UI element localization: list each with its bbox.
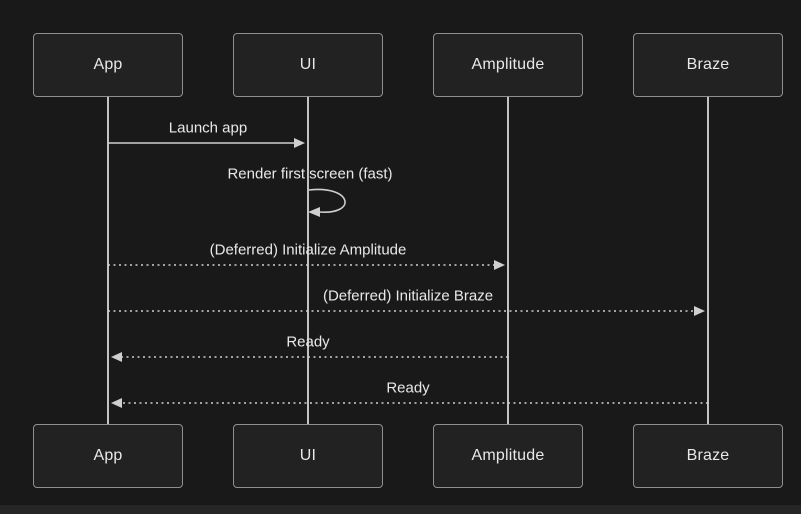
message-label: Launch app [168, 119, 248, 137]
message-label: Ready [386, 379, 430, 397]
bottom-band [0, 505, 801, 514]
arrowhead [694, 306, 705, 316]
arrowhead [111, 398, 122, 408]
actor-box-ui-top: UI [233, 33, 383, 97]
arrowhead [294, 138, 305, 148]
actor-box-ui-bottom: UI [233, 424, 383, 488]
actor-label: UI [299, 447, 317, 464]
message-label: (Deferred) Initialize Braze [322, 287, 494, 305]
actor-box-amplitude-top: Amplitude [433, 33, 583, 97]
self-loop-arrowhead [308, 207, 320, 217]
actor-box-app-bottom: App [33, 424, 183, 488]
actor-label: Amplitude [471, 56, 545, 73]
actor-label: App [93, 56, 123, 73]
actor-box-amplitude-bottom: Amplitude [433, 424, 583, 488]
message-label: Render first screen (fast) [227, 165, 393, 183]
arrowhead [111, 352, 122, 362]
actor-box-app-top: App [33, 33, 183, 97]
actor-box-braze-top: Braze [633, 33, 783, 97]
actor-label: Braze [686, 56, 730, 73]
self-loop [308, 188, 346, 213]
actor-box-braze-bottom: Braze [633, 424, 783, 488]
actor-label: Braze [686, 447, 730, 464]
message-label: Ready [286, 333, 330, 351]
actor-label: Amplitude [471, 447, 545, 464]
actor-label: UI [299, 56, 317, 73]
actor-label: App [93, 447, 123, 464]
arrowhead [494, 260, 505, 270]
message-label: (Deferred) Initialize Amplitude [209, 241, 407, 259]
